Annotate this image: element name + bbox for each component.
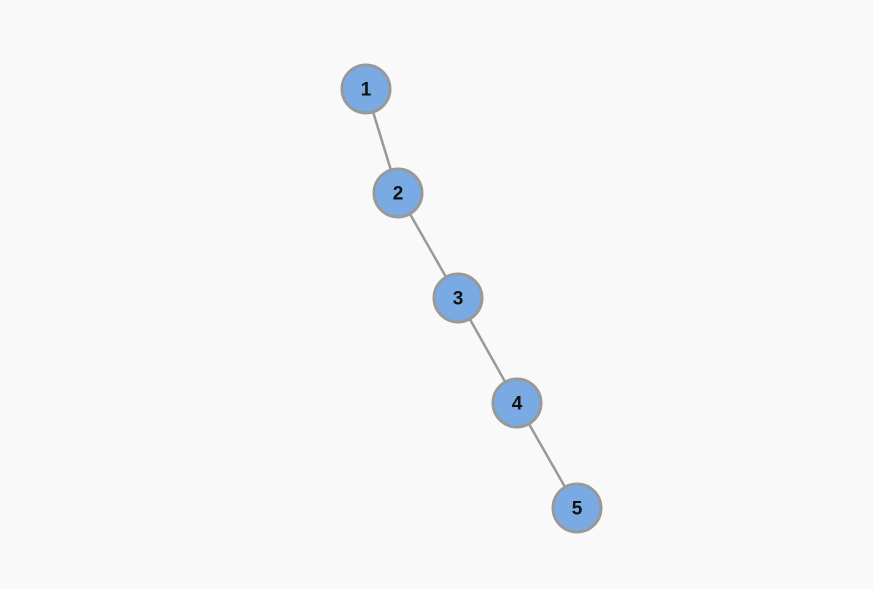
node-2-circle[interactable] bbox=[372, 167, 424, 219]
node-1[interactable]: 1 bbox=[340, 63, 392, 115]
node-5-circle[interactable] bbox=[551, 482, 603, 534]
node-4[interactable]: 4 bbox=[491, 377, 543, 429]
node-3[interactable]: 3 bbox=[432, 272, 484, 324]
node-3-circle[interactable] bbox=[432, 272, 484, 324]
node-2[interactable]: 2 bbox=[372, 167, 424, 219]
node-4-circle[interactable] bbox=[491, 377, 543, 429]
node-5[interactable]: 5 bbox=[551, 482, 603, 534]
node-1-circle[interactable] bbox=[340, 63, 392, 115]
